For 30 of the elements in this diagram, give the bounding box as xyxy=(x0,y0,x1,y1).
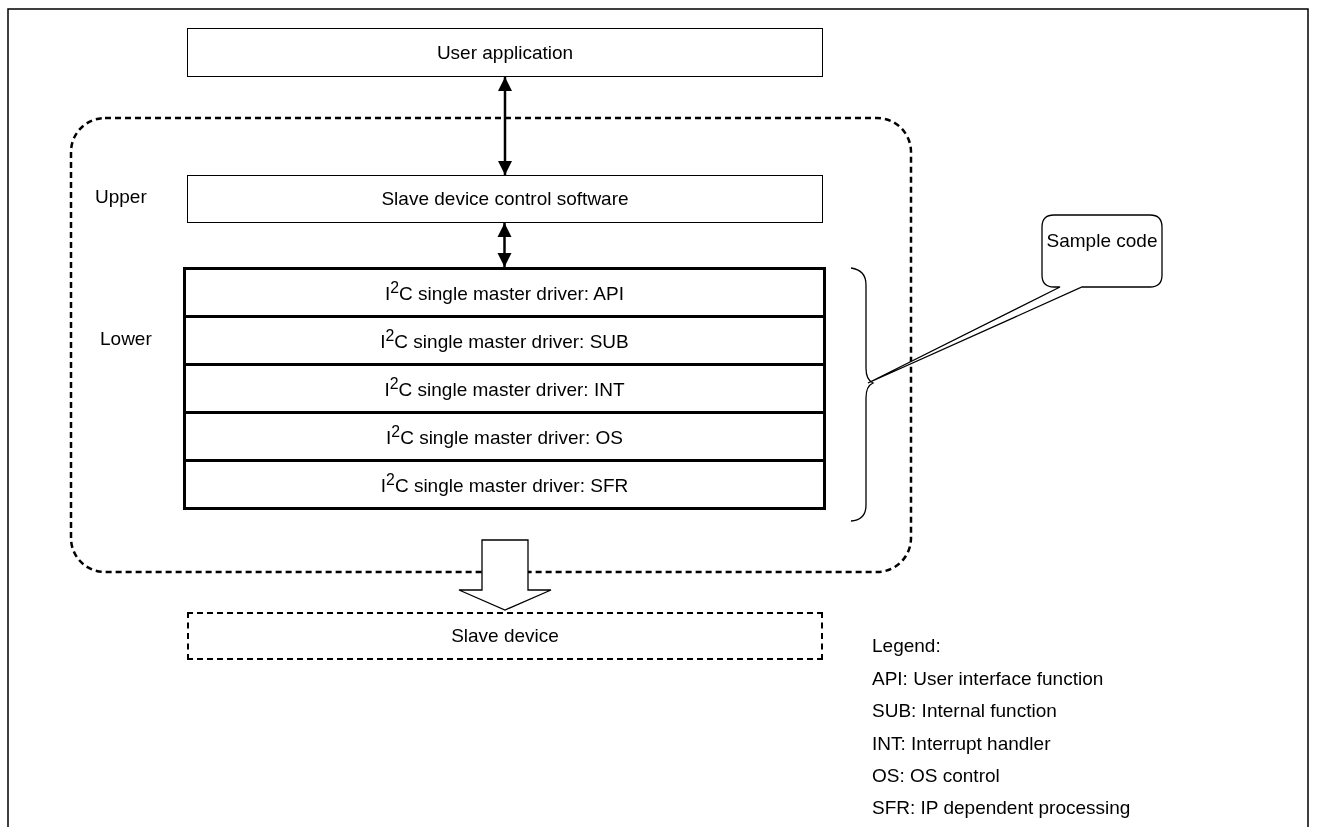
layer-label: Upper xyxy=(95,186,147,208)
node-label: Slave device control software xyxy=(381,188,629,210)
legend-title: Legend: xyxy=(872,635,941,657)
dashed-device-box xyxy=(187,612,823,660)
node-label: I$^{2}$C single master driver: SFR xyxy=(380,471,629,498)
process-box xyxy=(187,28,823,77)
driver-layer-box xyxy=(183,363,826,414)
legend-entry: INT: Interrupt handler xyxy=(872,733,1051,755)
node-label: Slave device xyxy=(451,625,559,647)
legend-entry: OS: OS control xyxy=(872,765,1000,787)
node-label: I$^{2}$C single master driver: OS xyxy=(386,423,623,450)
driver-layer-box xyxy=(183,411,826,462)
node-label: Sample code xyxy=(1045,230,1159,252)
double-arrow xyxy=(497,223,512,267)
dashed-group-boundary xyxy=(70,117,912,573)
layer-label: Lower xyxy=(100,328,152,350)
node-label: I$^{2}$C single master driver: SUB xyxy=(380,327,629,354)
block-arrow xyxy=(458,539,552,611)
driver-layer-box xyxy=(183,315,826,366)
node-label: I$^{2}$C single master driver: API xyxy=(385,279,624,306)
legend-entry: SUB: Internal function xyxy=(872,700,1057,722)
process-box xyxy=(187,175,823,223)
driver-layer-box xyxy=(183,267,826,318)
node-label: User application xyxy=(436,41,574,64)
legend-entry: SFR: IP dependent processing xyxy=(872,797,1131,819)
driver-layer-box xyxy=(183,459,826,510)
double-arrow xyxy=(498,77,512,175)
legend-entry: API: User interface function xyxy=(872,668,1104,690)
node-label: I$^{2}$C single master driver: INT xyxy=(384,375,625,402)
callout-bubble xyxy=(866,212,1162,386)
